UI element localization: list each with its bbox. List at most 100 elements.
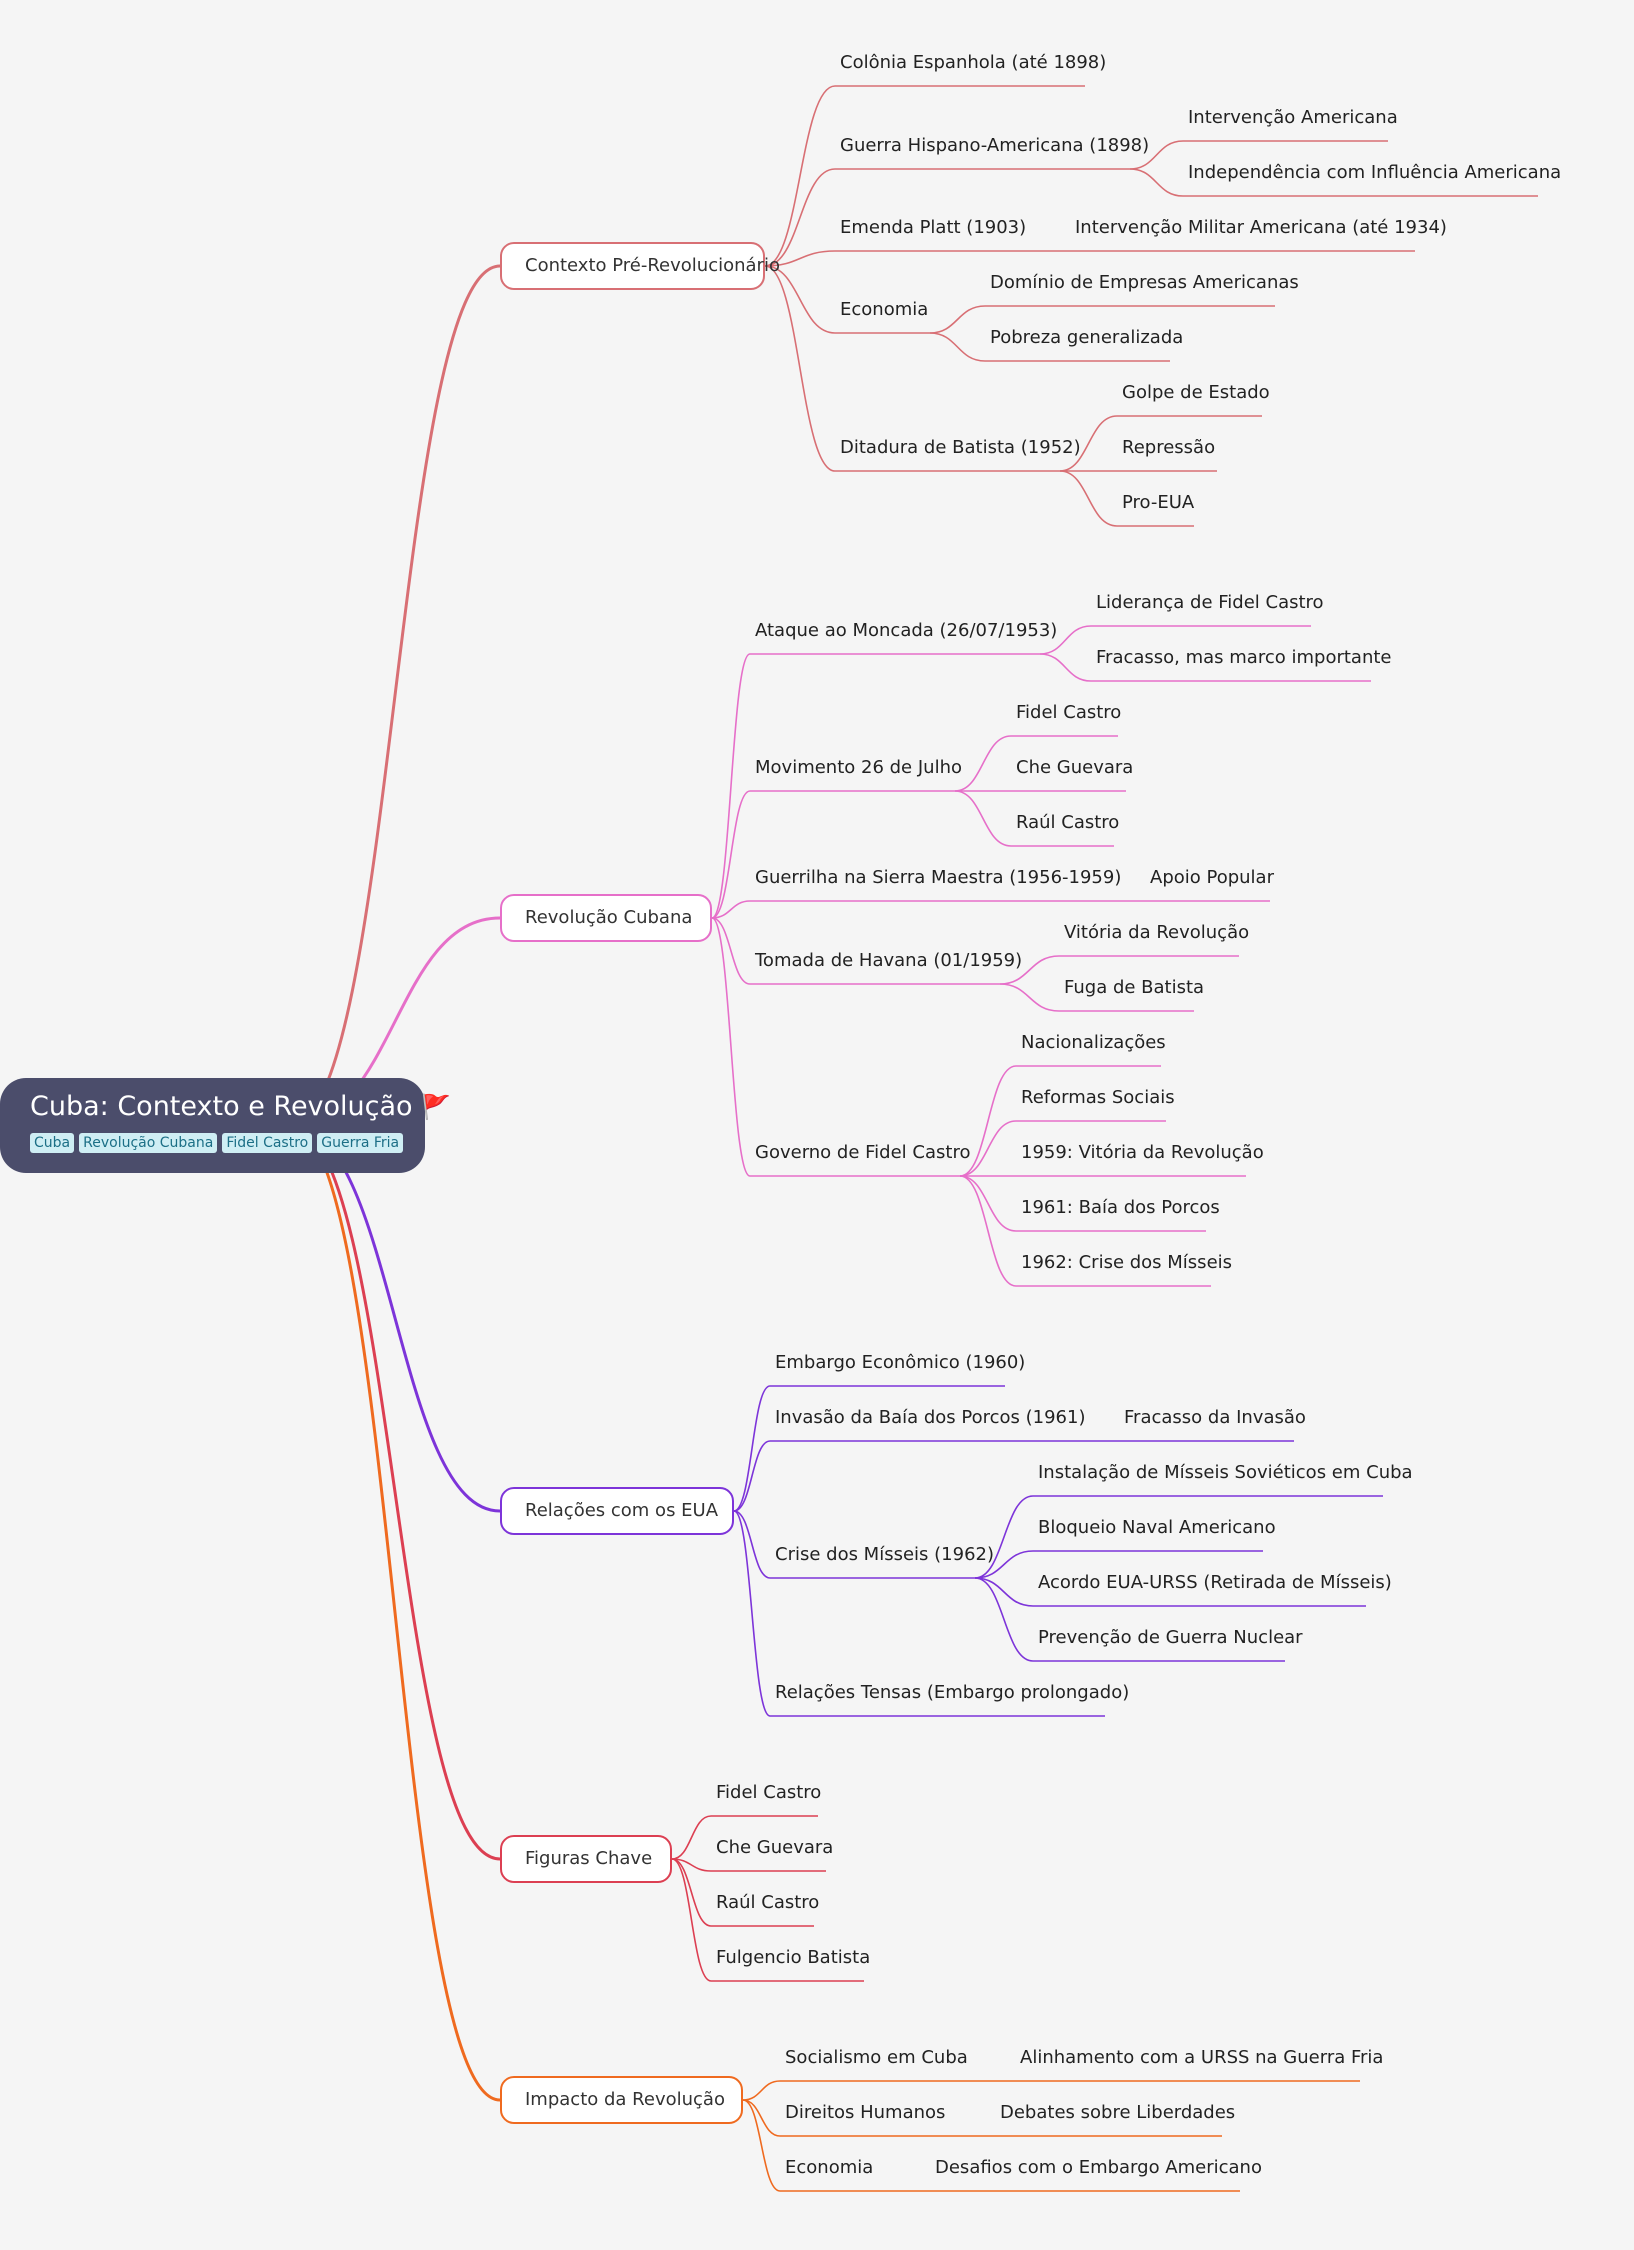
- branch-connector: [289, 1123, 501, 2102]
- detail-topic[interactable]: Prevenção de Guerra Nuclear: [1038, 1627, 1303, 1648]
- detail-topic[interactable]: Che Guevara: [1016, 757, 1134, 778]
- grandchild-connector: [1059, 415, 1262, 472]
- grandchild-connector: [929, 332, 1170, 362]
- detail-topic[interactable]: Nacionalizações: [1021, 1032, 1166, 1053]
- detail-topic[interactable]: Fuga de Batista: [1064, 977, 1205, 998]
- grandchild-connector: [1039, 653, 1371, 682]
- child-connector: [711, 917, 1000, 985]
- grandchild-connector: [999, 955, 1239, 985]
- grandchild-connector: [959, 1065, 1161, 1177]
- child-connector: [733, 1510, 975, 1579]
- child-connector: [764, 85, 1085, 267]
- subtopic[interactable]: Direitos Humanos: [785, 2102, 946, 2123]
- child-connector: [764, 250, 1010, 267]
- detail-topic[interactable]: Pobreza generalizada: [990, 327, 1184, 348]
- child-connector: [711, 900, 1085, 919]
- child-connector: [742, 2099, 940, 2137]
- detail-topic[interactable]: Fracasso, mas marco importante: [1096, 647, 1392, 668]
- child-connector: [711, 790, 955, 919]
- subtopic[interactable]: Relações Tensas (Embargo prolongado): [775, 1682, 1130, 1703]
- child-connector: [733, 1510, 1105, 1717]
- tag[interactable]: Guerra Fria: [317, 1133, 404, 1153]
- detail-topic[interactable]: Pro-EUA: [1122, 492, 1195, 513]
- branch-topic[interactable]: Contexto Pré-Revolucionário: [500, 242, 780, 290]
- root-title: Cuba: Contexto e Revolução: [30, 1091, 413, 1122]
- subtopic[interactable]: Raúl Castro: [716, 1892, 820, 1913]
- subtopic[interactable]: Economia: [785, 2157, 874, 2178]
- grandchild-connector: [999, 983, 1194, 1012]
- detail-topic[interactable]: 1962: Crise dos Mísseis: [1021, 1252, 1233, 1273]
- tag[interactable]: Cuba: [30, 1133, 75, 1153]
- branch-topic[interactable]: Impacto da Revolução: [500, 2076, 743, 2124]
- detail-topic[interactable]: Vitória da Revolução: [1064, 922, 1250, 943]
- child-connector: [742, 2080, 955, 2101]
- subtopic[interactable]: Che Guevara: [716, 1837, 834, 1858]
- subtopic[interactable]: Embargo Econômico (1960): [775, 1352, 1026, 1373]
- grandchild-connector: [959, 1120, 1166, 1177]
- subtopic[interactable]: Guerra Hispano-Americana (1898): [840, 135, 1150, 156]
- child-connector: [764, 265, 930, 334]
- detail-topic[interactable]: Intervenção Americana: [1188, 107, 1398, 128]
- detail-topic[interactable]: Desafios com o Embargo Americano: [935, 2157, 1262, 2178]
- child-connector: [742, 2099, 880, 2192]
- subtopic[interactable]: Invasão da Baía dos Porcos (1961): [775, 1407, 1086, 1428]
- detail-topic[interactable]: Domínio de Empresas Americanas: [990, 272, 1299, 293]
- subtopic[interactable]: Ataque ao Moncada (26/07/1953): [755, 620, 1058, 641]
- detail-topic[interactable]: Instalação de Mísseis Soviéticos em Cuba: [1038, 1462, 1413, 1483]
- grandchild-connector: [1129, 140, 1388, 170]
- grandchild-connector: [929, 305, 1275, 334]
- subtopic[interactable]: Fulgencio Batista: [716, 1947, 871, 1968]
- subtopic[interactable]: Movimento 26 de Julho: [755, 757, 962, 778]
- detail-topic[interactable]: Independência com Influência Americana: [1188, 162, 1562, 183]
- branch-topic[interactable]: Figuras Chave: [500, 1835, 672, 1883]
- subtopic[interactable]: Governo de Fidel Castro: [755, 1142, 971, 1163]
- detail-topic[interactable]: Reformas Sociais: [1021, 1087, 1175, 1108]
- subtopic[interactable]: Economia: [840, 299, 929, 320]
- subtopic[interactable]: Tomada de Havana (01/1959): [755, 950, 1023, 971]
- subtopic[interactable]: Fidel Castro: [716, 1782, 822, 1803]
- subtopic[interactable]: Colônia Espanhola (até 1898): [840, 52, 1107, 73]
- detail-topic[interactable]: Apoio Popular: [1150, 867, 1274, 888]
- grandchild-connector: [954, 790, 1114, 847]
- detail-topic[interactable]: Raúl Castro: [1016, 812, 1120, 833]
- grandchild-connector: [1039, 625, 1311, 655]
- branch-topic[interactable]: Revolução Cubana: [500, 894, 712, 942]
- grandchild-connector: [959, 1175, 1206, 1232]
- detail-topic[interactable]: Fidel Castro: [1016, 702, 1122, 723]
- detail-topic[interactable]: Fracasso da Invasão: [1124, 1407, 1306, 1428]
- detail-topic[interactable]: Alinhamento com a URSS na Guerra Fria: [1020, 2047, 1384, 2068]
- subtopic[interactable]: Ditadura de Batista (1952): [840, 437, 1081, 458]
- subtopic[interactable]: Socialismo em Cuba: [785, 2047, 968, 2068]
- grandchild-connector: [954, 735, 1118, 792]
- detail-topic[interactable]: Liderança de Fidel Castro: [1096, 592, 1324, 613]
- grandchild-connector: [974, 1550, 1263, 1579]
- grandchild-connector: [974, 1495, 1383, 1579]
- grandchild-connector: [974, 1577, 1366, 1607]
- tag[interactable]: Fidel Castro: [222, 1133, 313, 1153]
- child-connector: [764, 265, 1060, 472]
- child-connector: [671, 1858, 814, 1927]
- subtopic[interactable]: Emenda Platt (1903): [840, 217, 1027, 238]
- branch-connector: [289, 1123, 501, 1513]
- branch-topic[interactable]: Relações com os EUA: [500, 1487, 734, 1535]
- child-connector: [671, 1858, 864, 1982]
- grandchild-connector: [1129, 168, 1538, 197]
- detail-topic[interactable]: Intervenção Militar Americana (até 1934): [1075, 217, 1447, 238]
- detail-topic[interactable]: 1959: Vitória da Revolução: [1021, 1142, 1264, 1163]
- tag[interactable]: Revolução Cubana: [79, 1133, 218, 1153]
- grandchild-connector: [959, 1175, 1211, 1287]
- flag-icon: 🚩: [421, 1093, 452, 1121]
- detail-topic[interactable]: Golpe de Estado: [1122, 382, 1270, 403]
- detail-topic[interactable]: Debates sobre Liberdades: [1000, 2102, 1236, 2123]
- detail-topic[interactable]: Acordo EUA-URSS (Retirada de Mísseis): [1038, 1572, 1392, 1593]
- subtopic[interactable]: Crise dos Mísseis (1962): [775, 1544, 994, 1565]
- detail-topic[interactable]: Repressão: [1122, 437, 1216, 458]
- subtopic[interactable]: Guerrilha na Sierra Maestra (1956-1959): [755, 867, 1122, 888]
- detail-topic[interactable]: 1961: Baía dos Porcos: [1021, 1197, 1220, 1218]
- detail-topic[interactable]: Bloqueio Naval Americano: [1038, 1517, 1276, 1538]
- branch-connector: [289, 264, 501, 1127]
